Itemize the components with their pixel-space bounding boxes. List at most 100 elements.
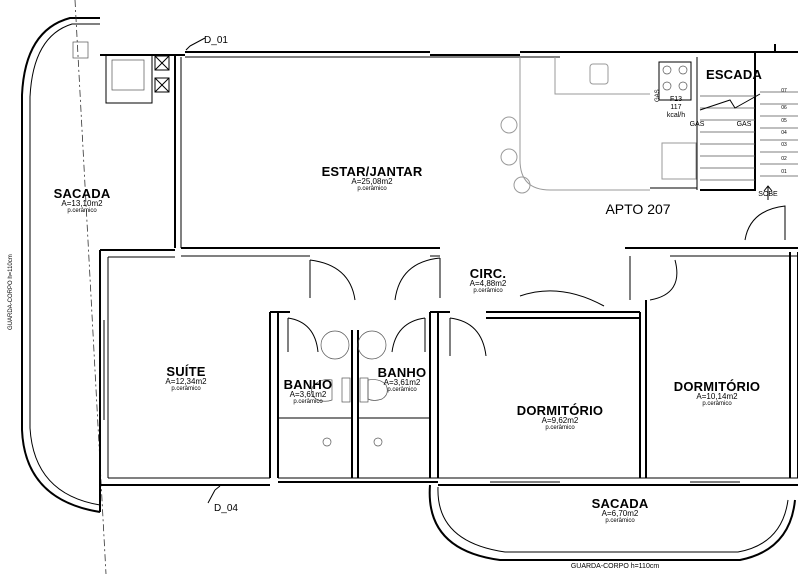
room-floor: p.cerâmico [605, 518, 635, 524]
washing-machine [111, 59, 145, 91]
room-floor: p.cerâmico [545, 425, 575, 431]
drain-box [72, 41, 89, 59]
room-floor: p.cerâmico [171, 386, 201, 392]
room-area: A=6,70m2 [601, 509, 639, 518]
stool-3 [513, 176, 531, 194]
toilet-1 [311, 379, 333, 402]
kitchen-counter [519, 57, 650, 191]
bottom-balcony-inner [437, 486, 789, 553]
room-banho-2: BANHO A=3,61m2 p.cerâmico [378, 366, 427, 393]
shaft-2-x2 [154, 77, 170, 93]
room-dormitorio-right: DORMITÓRIO A=10,14m2 p.cerâmico [674, 380, 761, 407]
room-area: A=3,61m2 [383, 378, 421, 387]
section-mark-bottom [207, 485, 221, 504]
heater-unit: kcal/h [666, 112, 686, 119]
room-area: A=10,14m2 [696, 392, 738, 401]
guardrail-left-label: GUARDA-CORPO h=110cm [8, 254, 14, 330]
door-dorm-center [519, 290, 605, 307]
room-floor: p.cerâmico [67, 208, 97, 214]
room-name: ESCADA [705, 67, 763, 82]
stair-step-01: 01 [781, 169, 787, 175]
room-floor: p.cerâmico [357, 186, 387, 192]
room-floor: p.cerâmico [387, 387, 417, 393]
burner-3 [662, 81, 672, 91]
room-banho-1: BANHO A=3,61m2 p.cerâmico [284, 378, 333, 405]
left-balcony-inner-outline [29, 23, 101, 506]
room-circ: CIRC. A=4,88m2 p.cerâmico [470, 267, 507, 294]
toilet-tank-1 [341, 377, 351, 403]
section-mark-bottom-label: D_04 [214, 503, 238, 514]
room-floor: p.cerâmico [473, 288, 503, 294]
stair-step-03: 03 [781, 142, 787, 148]
room-name: CIRC. [469, 266, 507, 281]
room-sacada-left: SACADA A=13,10m2 p.cerâmico [54, 187, 111, 214]
toilet-2 [367, 379, 388, 401]
door-bath-1 [287, 317, 319, 353]
section-mark-top-label: D_01 [204, 35, 228, 46]
property-line [74, 0, 107, 574]
bottom-wall [100, 481, 798, 486]
room-name: SUÍTE [166, 364, 206, 379]
bath-divider [351, 330, 359, 478]
sink-1 [320, 330, 350, 360]
gas-label-2: GAS [736, 121, 752, 128]
stool-1 [500, 116, 518, 134]
room-area: A=13,10m2 [61, 199, 103, 208]
room-area: A=9,62m2 [541, 416, 579, 425]
stove [658, 61, 692, 101]
stair-step-04: 04 [781, 130, 787, 136]
door-stair [744, 205, 786, 241]
stair-step-02: 02 [781, 156, 787, 162]
right-dorm-wall [789, 252, 798, 478]
burner-1 [662, 65, 672, 75]
stair-break-line [699, 93, 761, 111]
door-dorm-right [629, 256, 678, 301]
shaft-1 [154, 55, 170, 71]
heater-capacity: 117 [670, 104, 682, 111]
stair-arrow [763, 185, 773, 200]
room-name: DORMITÓRIO [673, 379, 761, 394]
sink-2 [357, 330, 387, 360]
room-name: ESTAR/JANTAR [321, 164, 423, 179]
room-name: BANHO [377, 365, 427, 380]
room-sacada-bottom: SACADA A=6,70m2 p.cerâmico [592, 497, 649, 524]
shower-drain-1 [322, 437, 332, 447]
room-area: A=4,88m2 [469, 279, 507, 288]
left-balcony-outline [21, 17, 101, 513]
stair-step-05: 05 [781, 118, 787, 124]
room-escada: ESCADA [706, 68, 762, 81]
dorm-center-walls [437, 300, 647, 478]
kitchen-right-wall [650, 57, 698, 190]
section-mark-top [185, 37, 206, 51]
door-circ-south [449, 317, 487, 357]
bottom-balcony-outline [428, 484, 796, 561]
fridge [661, 142, 697, 180]
room-area: A=25,08m2 [351, 177, 393, 186]
gas-label-vertical: GAS [655, 89, 661, 102]
stool-2 [500, 148, 518, 166]
stair-steps [700, 91, 798, 181]
kitchen-sink [589, 63, 609, 85]
door-suite [309, 259, 356, 301]
room-floor: p.cerâmico [293, 399, 323, 405]
room-name: DORMITÓRIO [516, 403, 604, 418]
gas-label-1: GAS [689, 121, 705, 128]
mid-wall-inner [108, 255, 798, 258]
shaft-2 [154, 77, 170, 93]
room-estar-jantar: ESTAR/JANTAR A=25,08m2 p.cerâmico [322, 165, 423, 192]
heater-model: F13 [669, 96, 683, 103]
burner-2 [678, 65, 688, 75]
apartment-label: APTO 207 [605, 201, 671, 217]
shower-drain-2 [373, 437, 383, 447]
burner-4 [678, 81, 688, 91]
guardrail-bottom-label: GUARDA-CORPO h=110cm [570, 563, 660, 570]
room-name: SACADA [53, 186, 111, 201]
door-circ [394, 257, 441, 301]
room-area: A=12,34m2 [165, 377, 207, 386]
top-wall [100, 51, 798, 56]
room-dormitorio-center: DORMITÓRIO A=9,62m2 p.cerâmico [517, 404, 604, 431]
laundry-box [105, 54, 153, 104]
stair-up-label: SOBE [758, 191, 778, 198]
